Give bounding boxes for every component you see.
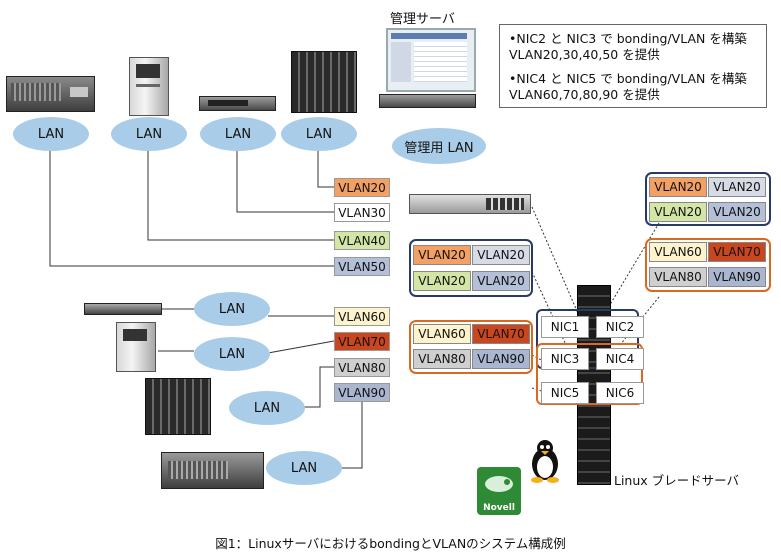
management-lan-ellipse: 管理用 LAN — [392, 128, 486, 164]
grid-cell: VLAN20 — [472, 271, 530, 291]
tux-penguin-icon — [531, 440, 559, 483]
grid-cell: VLAN20 — [413, 245, 471, 265]
vlan50-tag: VLAN50 — [334, 257, 390, 276]
blade-server-label: Linux ブレードサーバ — [614, 473, 740, 488]
nic4-label: NIC4 — [596, 348, 644, 370]
grid-cell: VLAN80 — [413, 349, 471, 369]
bonding-group-left-navy — [409, 239, 533, 297]
lan-ellipse-3: LAN — [200, 117, 276, 151]
lan-ellipse-2: LAN — [111, 117, 187, 151]
bonding-group-right-navy — [645, 172, 771, 226]
grid-cell: VLAN20 — [708, 177, 766, 197]
nic5-label: NIC5 — [541, 382, 589, 404]
network-switch — [409, 194, 531, 214]
nic4-nic5-bond-highlight — [536, 343, 643, 405]
note-line-4: VLAN60,70,80,90 を提供 — [509, 87, 660, 102]
lan-ellipse-4: LAN — [281, 117, 357, 151]
grid-cell: VLAN80 — [649, 267, 707, 287]
grid-cell: VLAN20 — [649, 177, 707, 197]
grid-cell: VLAN60 — [413, 324, 471, 344]
figure-caption: 図1：LinuxサーバにおけるbondingとVLANのシステム構成例 — [215, 536, 566, 551]
bonding-group-left-orange — [409, 320, 533, 374]
nic1-label: NIC1 — [541, 316, 589, 338]
vlan60-tag: VLAN60 — [334, 307, 390, 326]
grid-cell: VLAN90 — [472, 349, 530, 369]
tower-server-2 — [116, 322, 156, 372]
rack-server-3 — [161, 452, 264, 489]
configuration-note: •NIC2 と NIC3 で bonding/VLAN を構築 VLAN20,3… — [499, 24, 767, 108]
vlan90-tag: VLAN90 — [334, 383, 390, 402]
novell-label: Novell — [483, 503, 515, 513]
nic6-label: NIC6 — [596, 382, 644, 404]
novell-suse-logo: Novell — [477, 467, 521, 515]
vlan40-tag: VLAN40 — [334, 231, 390, 250]
vlan20-tag: VLAN20 — [334, 178, 390, 197]
rack-server-2 — [84, 303, 162, 315]
nic3-label: NIC3 — [541, 348, 589, 370]
vlan70-tag: VLAN70 — [334, 332, 390, 351]
bonding-group-right-orange — [645, 238, 771, 292]
rack-server-1 — [6, 76, 95, 112]
rack-server-1u — [199, 96, 276, 111]
lan-ellipse-1: LAN — [13, 117, 89, 151]
vlan80-tag: VLAN80 — [334, 358, 390, 377]
grid-cell: VLAN20 — [708, 202, 766, 222]
lan-ellipse-7: LAN — [229, 391, 305, 425]
lan-ellipse-5: LAN — [194, 292, 270, 326]
note-line-3: •NIC4 と NIC5 で bonding/VLAN を構築 — [509, 71, 747, 86]
nic2-label: NIC2 — [596, 316, 644, 338]
grid-cell: VLAN70 — [472, 324, 530, 344]
note-line-1: •NIC2 と NIC3 で bonding/VLAN を構築 — [509, 31, 747, 46]
grid-cell: VLAN90 — [708, 267, 766, 287]
tower-server-1 — [129, 57, 169, 116]
vlan30-tag: VLAN30 — [334, 203, 390, 222]
management-monitor — [386, 28, 476, 92]
management-server-label: 管理サーバ — [390, 12, 455, 27]
blade-chassis-1 — [291, 51, 357, 113]
grid-cell: VLAN20 — [472, 245, 530, 265]
management-server-1u — [379, 94, 476, 108]
grid-cell: VLAN60 — [649, 242, 707, 262]
grid-cell: VLAN20 — [413, 271, 471, 291]
blade-chassis-2 — [145, 378, 211, 435]
lan-ellipse-6: LAN — [194, 337, 270, 371]
note-line-2: VLAN20,30,40,50 を提供 — [509, 47, 660, 62]
grid-cell: VLAN20 — [649, 202, 707, 222]
grid-cell: VLAN70 — [708, 242, 766, 262]
lan-ellipse-8: LAN — [266, 451, 342, 485]
